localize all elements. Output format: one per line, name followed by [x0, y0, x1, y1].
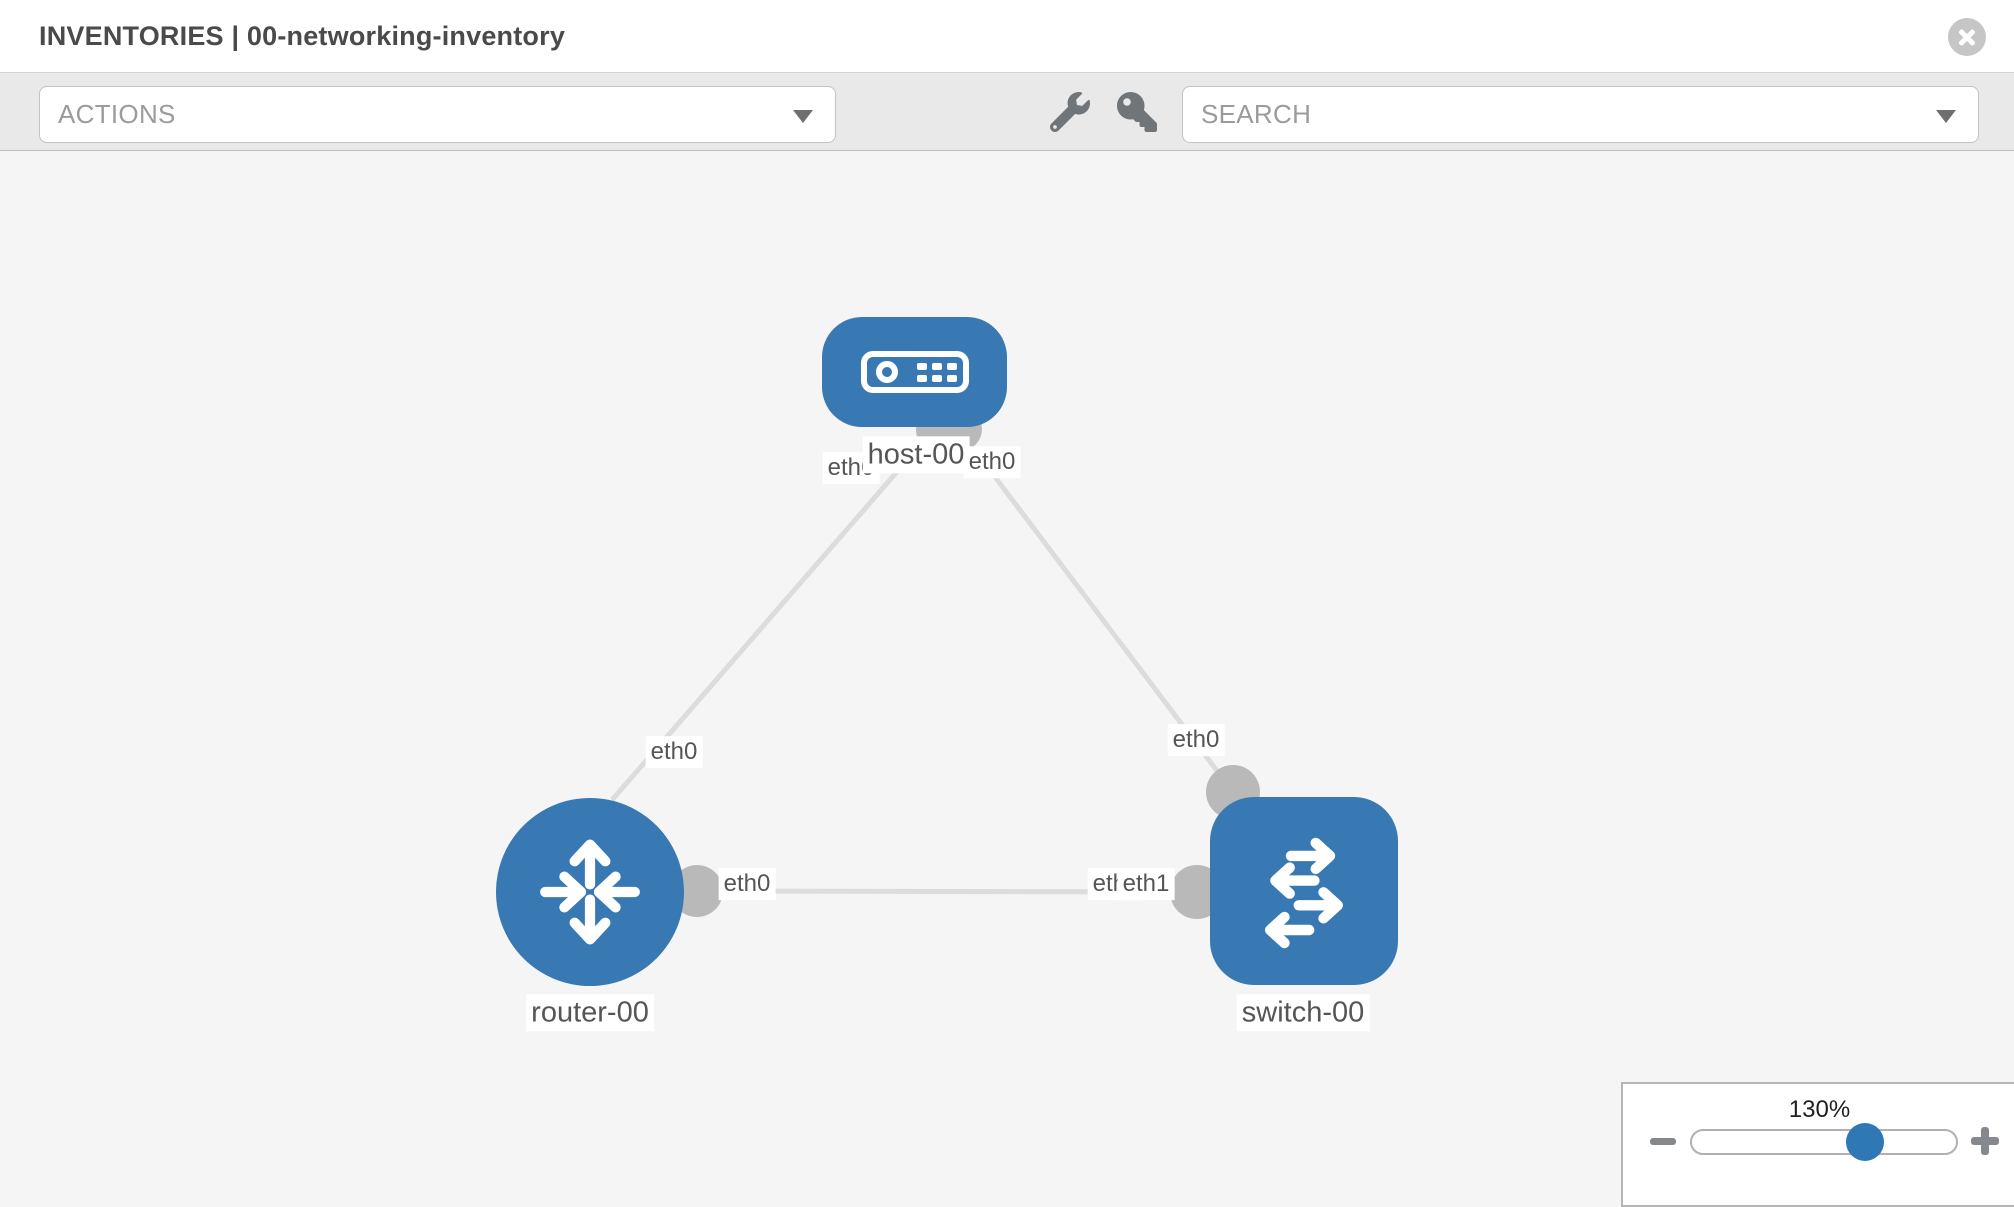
topology-canvas[interactable]: eth0 eth0 eth0 eth0 eth0 eth0 eth1 host-…	[0, 151, 2014, 1200]
zoom-panel: 130%	[1621, 1082, 2014, 1207]
host-icon	[860, 351, 969, 393]
zoom-level-value: 130%	[1788, 1096, 1851, 1123]
key-icon[interactable]	[1117, 92, 1157, 132]
router-icon	[540, 839, 640, 945]
switch-icon	[1265, 837, 1343, 949]
zoom-slider-thumb[interactable]	[1846, 1123, 1884, 1161]
search-dropdown[interactable]: SEARCH	[1182, 86, 1979, 143]
actions-dropdown[interactable]: ACTIONS	[39, 86, 836, 143]
chevron-down-icon	[1936, 110, 1956, 123]
wrench-icon[interactable]	[1049, 92, 1090, 133]
interface-label: eth0	[963, 446, 1021, 478]
node-label-switch: switch-00	[1236, 994, 1370, 1032]
zoom-out-button[interactable]	[1650, 1138, 1676, 1145]
close-icon[interactable]	[1948, 18, 1986, 56]
edge-lines	[610, 426, 1235, 895]
actions-dropdown-label: ACTIONS	[58, 99, 176, 129]
node-router-00[interactable]	[496, 798, 684, 986]
toolbar: ACTIONS SEARCH	[0, 73, 2014, 151]
interface-label: eth0	[1167, 724, 1225, 756]
node-label-host: host-00	[862, 436, 970, 474]
chevron-down-icon	[793, 110, 813, 123]
zoom-slider-track[interactable]	[1690, 1129, 1958, 1155]
page-title: INVENTORIES | 00-networking-inventory	[39, 20, 566, 51]
plus-icon	[1981, 1127, 1989, 1155]
header-bar: INVENTORIES | 00-networking-inventory	[0, 0, 2014, 73]
search-dropdown-label: SEARCH	[1201, 99, 1312, 129]
zoom-in-button[interactable]	[1971, 1127, 1999, 1155]
interface-label: eth0	[645, 736, 703, 768]
interface-label: eth0	[718, 868, 776, 900]
node-switch-00[interactable]	[1210, 797, 1398, 985]
interface-label: eth1	[1117, 868, 1175, 900]
node-host-00[interactable]	[822, 317, 1007, 427]
node-label-router: router-00	[526, 994, 654, 1032]
